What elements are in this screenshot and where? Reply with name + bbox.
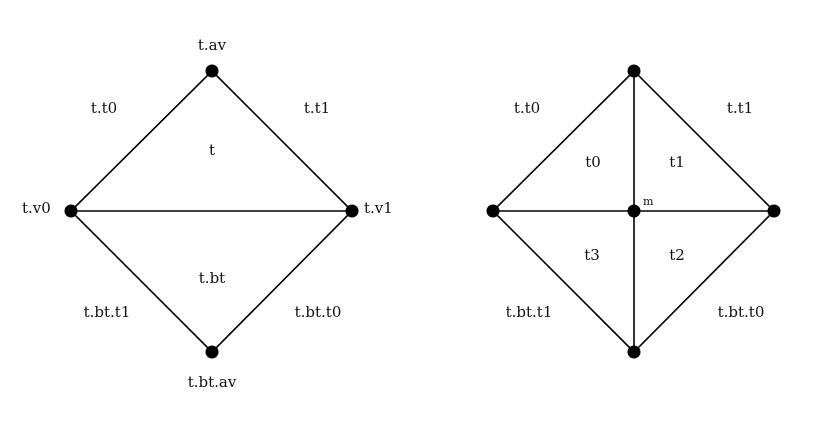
label-left-vertex: t.v0 [22, 199, 51, 217]
label-left-edge-top-right: t.t1 [304, 99, 330, 117]
right-vertex-left [486, 204, 500, 218]
label-left-edge-bottom-left: t.bt.t1 [84, 303, 131, 321]
right-edge-top-left [492, 70, 635, 212]
label-left-edge-top-left: t.t0 [91, 99, 117, 117]
label-triangle-t0: t0 [585, 153, 601, 171]
left-diagram: t.av t.v0 t.v1 t.bt.av t.t0 t.t1 t.bt.t1… [22, 36, 393, 391]
right-vertex-center [627, 204, 641, 218]
label-center-vertex: m [643, 195, 654, 208]
label-right-edge-bottom-left: t.bt.t1 [506, 303, 553, 321]
left-vertex-apex [205, 64, 219, 78]
left-vertex-left [64, 204, 78, 218]
label-triangle-t3: t3 [584, 246, 600, 264]
label-apex-vertex: t.av [198, 36, 227, 54]
label-right-edge-top-right: t.t1 [727, 99, 753, 117]
label-right-edge-top-left: t.t0 [514, 99, 540, 117]
right-vertex-right [767, 204, 781, 218]
left-edge-bottom-right [211, 210, 353, 353]
left-edge-apex-left [70, 70, 213, 212]
label-triangle-t2: t2 [669, 246, 685, 264]
label-bottom-vertex: t.bt.av [188, 373, 237, 391]
right-vertex-top [627, 64, 641, 78]
left-vertex-bottom [205, 345, 219, 359]
label-upper-triangle: t [209, 141, 215, 159]
right-edge-bottom-left [492, 210, 635, 353]
label-lower-triangle: t.bt [199, 269, 225, 287]
left-edge-bottom-left [70, 210, 213, 353]
right-vertex-bottom [627, 345, 641, 359]
right-edge-top-right [633, 70, 775, 212]
right-diagram: m t.t0 t.t1 t.bt.t1 t.bt.t0 t0 t1 t2 t3 [486, 64, 781, 359]
left-vertex-right [345, 204, 359, 218]
right-edge-bottom-right [633, 210, 775, 353]
label-triangle-t1: t1 [669, 153, 685, 171]
label-right-vertex: t.v1 [364, 199, 393, 217]
label-left-edge-bottom-right: t.bt.t0 [295, 303, 342, 321]
label-right-edge-bottom-right: t.bt.t0 [718, 303, 765, 321]
left-edge-apex-right [211, 70, 353, 212]
